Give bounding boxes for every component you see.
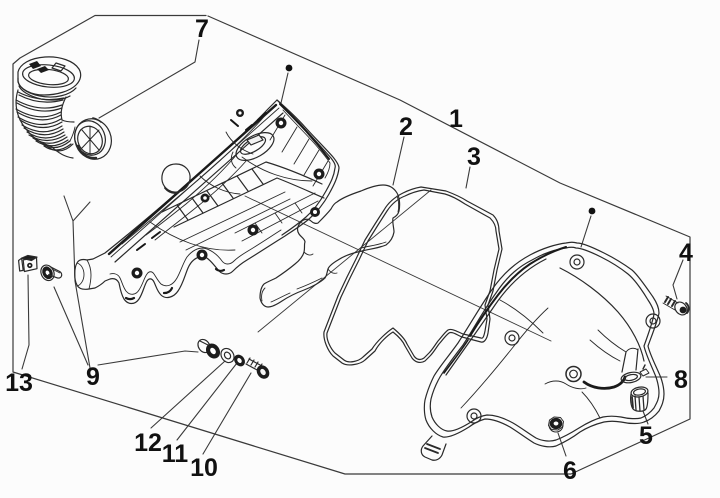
svg-text:12: 12 [134,429,162,457]
svg-text:1: 1 [449,105,463,133]
svg-text:2: 2 [399,113,413,141]
svg-text:4: 4 [679,239,693,267]
svg-text:10: 10 [190,454,218,482]
svg-text:13: 13 [5,369,33,397]
svg-text:6: 6 [563,457,577,485]
svg-text:8: 8 [674,366,688,394]
svg-text:5: 5 [639,422,653,450]
svg-text:3: 3 [467,143,481,171]
svg-text:11: 11 [162,440,189,468]
svg-text:9: 9 [86,363,100,391]
svg-text:7: 7 [195,15,209,43]
